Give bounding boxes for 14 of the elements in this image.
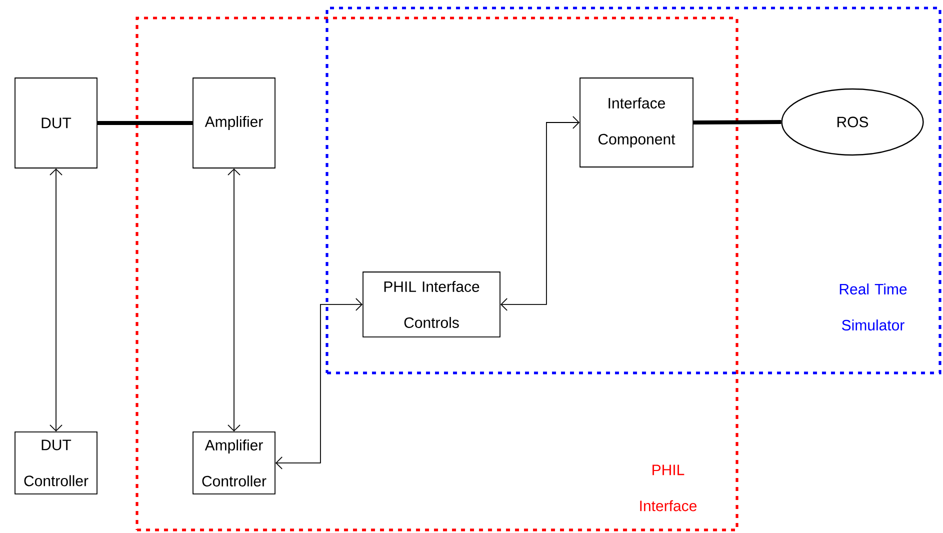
region-label: Real Time Simulator xyxy=(840,283,907,330)
arrow xyxy=(228,168,240,432)
arrow xyxy=(500,116,580,311)
arrow xyxy=(50,168,62,432)
process-box: DUT xyxy=(14,78,98,168)
process-box: PHIL Interface Controls xyxy=(362,272,500,338)
region-label: PHIL Interface xyxy=(640,464,696,512)
connection-line xyxy=(97,121,193,125)
connection-line xyxy=(693,120,782,124)
process-box: Amplifier xyxy=(192,78,276,168)
process-box: Amplifier Controller xyxy=(192,432,276,494)
process-box: Interface Component xyxy=(580,78,694,168)
arrow xyxy=(275,298,363,470)
process-box: DUT Controller xyxy=(14,432,98,494)
